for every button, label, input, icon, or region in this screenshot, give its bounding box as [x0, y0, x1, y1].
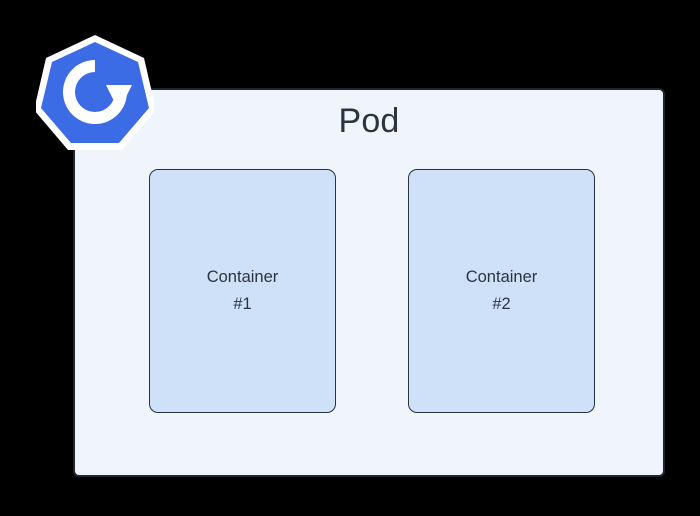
container-label-2: Container #2: [465, 268, 538, 313]
logo-heptagon: [41, 42, 149, 143]
logo-restart-ring: [63, 60, 127, 124]
pod-title: Pod: [338, 102, 400, 140]
logo-restart-arrowhead: [106, 85, 132, 111]
container-label-1: Container #1: [206, 268, 279, 313]
container-box-2: Container #2: [408, 169, 595, 413]
pod-box: Pod Container #1 Container #2: [73, 88, 665, 477]
container-box-1: Container #1: [149, 169, 336, 413]
restart-pod-logo-svg: [36, 35, 154, 150]
restart-pod-logo-icon: [36, 33, 154, 151]
